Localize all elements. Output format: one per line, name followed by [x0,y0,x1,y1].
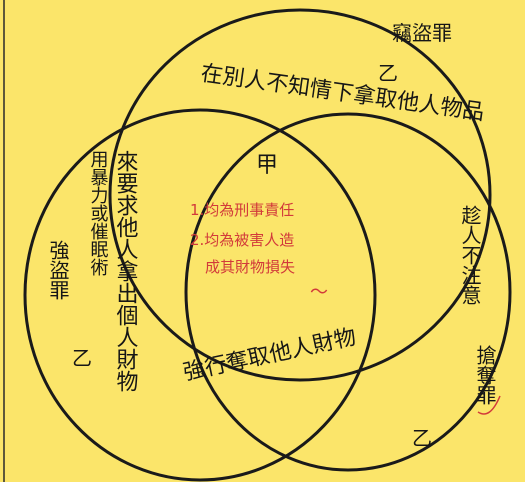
center-label: 甲 [256,153,278,178]
circle-robbery [23,108,377,482]
robbery-title: 強盜罪 [46,240,70,300]
snatching-mark: 乙 [412,426,432,450]
theft-mark: 乙 [378,61,398,85]
circle-theft [108,8,492,382]
center-line2: 2.均為被害人造 [190,231,294,249]
robbery-desc-line1: 用暴力或催眠術 [88,150,109,276]
center-line3: 成其財物損失 [205,258,295,276]
circle-snatching [184,112,512,472]
red-tick [477,395,501,415]
robbery-mark: 乙 [72,346,92,370]
robbery-desc-line2: 來要求他人拿出個人財物 [113,150,139,392]
theft-title: 竊盜罪 [392,21,452,45]
center-line1: 1.均為刑事責任 [190,201,294,219]
snatching-desc-line1: 趁人不注意 [458,205,482,305]
center-squiggle: ～ [310,282,328,303]
snatching-title: 搶奪罪 [473,345,497,405]
